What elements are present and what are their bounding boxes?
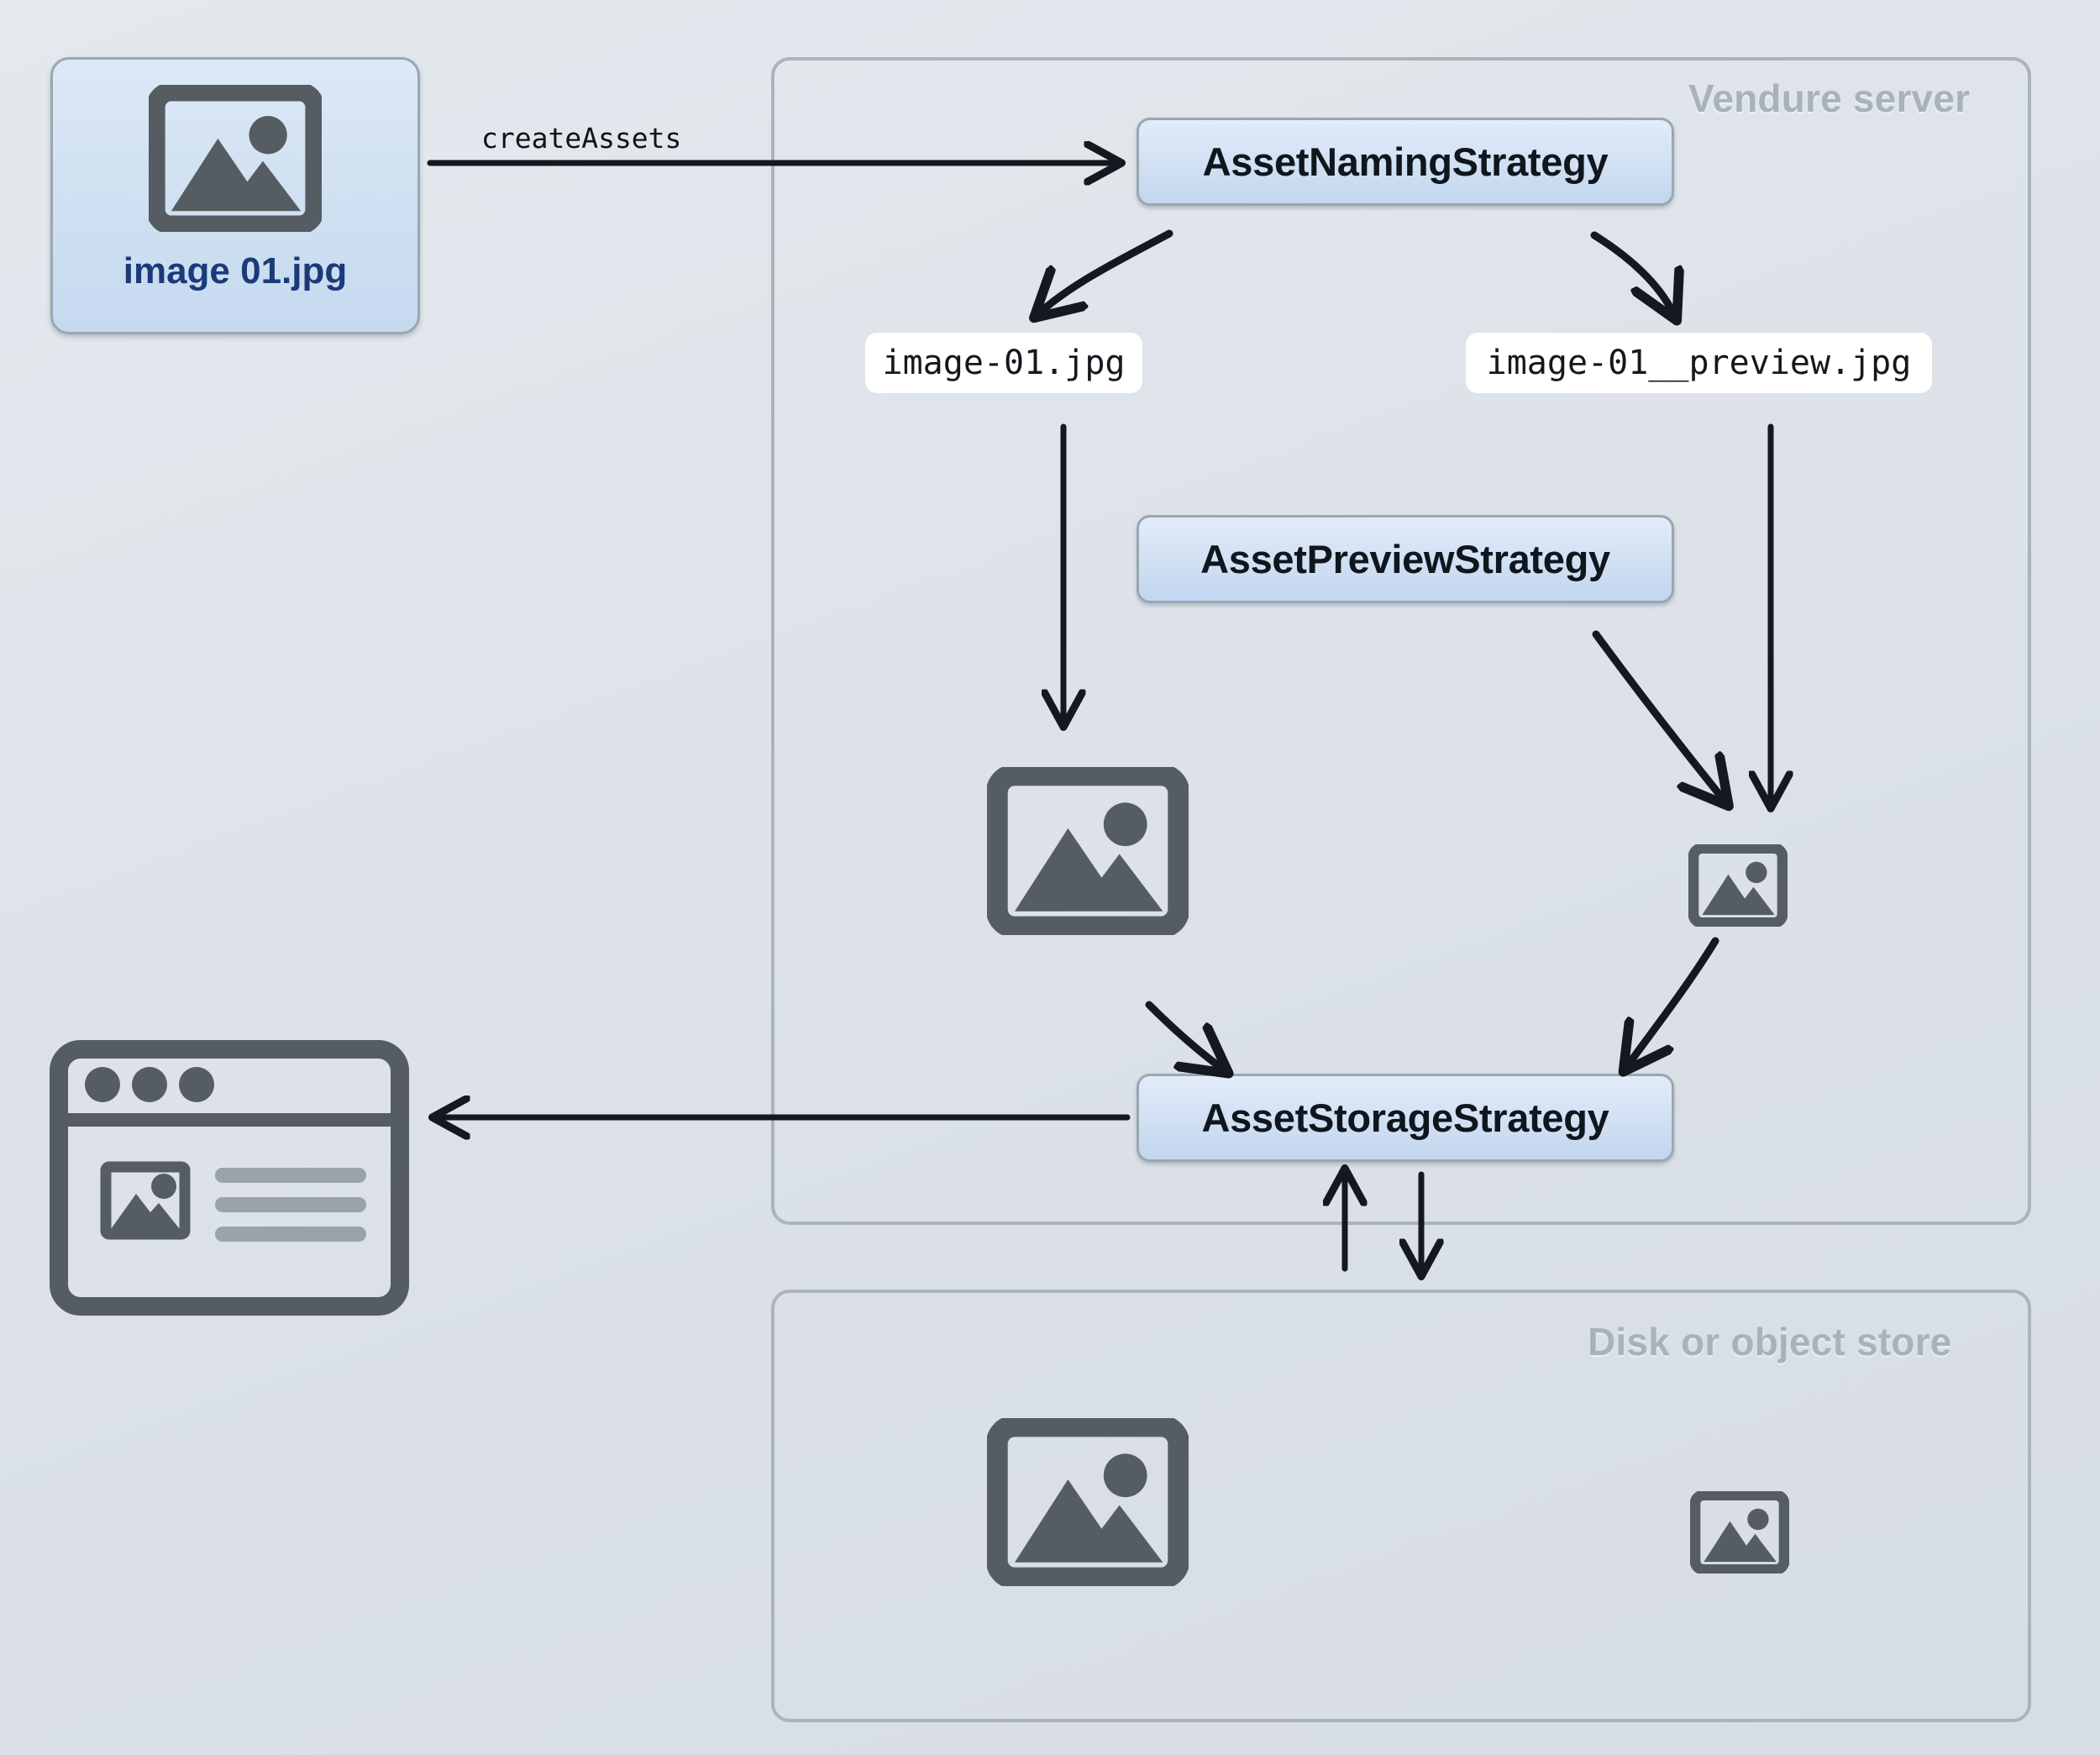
pill-asset-preview-strategy[interactable]: AssetPreviewStrategy — [1137, 515, 1674, 603]
browser-text-line-3 — [215, 1227, 366, 1242]
browser-text-line-1 — [215, 1168, 366, 1183]
group-vendure-server-label: Vendure server — [1688, 76, 1971, 120]
image-icon — [1689, 1490, 1790, 1575]
image-icon — [1688, 843, 1788, 928]
browser-thumbnail-icon — [100, 1161, 191, 1240]
browser-window-icon — [50, 1040, 409, 1316]
source-file-label: image 01.jpg — [123, 250, 348, 292]
browser-dot-3 — [179, 1067, 214, 1102]
image-icon — [985, 764, 1190, 938]
edge-label-create-assets: createAssets — [481, 122, 682, 155]
browser-dot-2 — [132, 1067, 167, 1102]
image-icon — [149, 85, 322, 232]
group-disk-or-object-store — [771, 1290, 2031, 1722]
chip-image-01-preview-jpg: image-01__preview.jpg — [1466, 333, 1932, 393]
store-image-icon-small — [1689, 1490, 1790, 1575]
browser-dot-1 — [85, 1067, 120, 1102]
image-icon — [985, 1415, 1190, 1589]
server-image-icon-large — [985, 764, 1190, 938]
server-image-icon-small — [1688, 843, 1788, 928]
chip-image-01-jpg: image-01.jpg — [865, 333, 1142, 393]
group-vendure-server — [771, 57, 2031, 1225]
pill-asset-storage-strategy[interactable]: AssetStorageStrategy — [1137, 1074, 1674, 1162]
group-disk-or-object-store-label: Disk or object store — [1588, 1320, 1952, 1364]
source-file-card[interactable]: image 01.jpg — [50, 57, 420, 334]
store-image-icon-large — [985, 1415, 1190, 1589]
browser-window[interactable] — [49, 1039, 410, 1316]
pill-asset-naming-strategy[interactable]: AssetNamingStrategy — [1137, 118, 1674, 206]
browser-text-line-2 — [215, 1197, 366, 1212]
